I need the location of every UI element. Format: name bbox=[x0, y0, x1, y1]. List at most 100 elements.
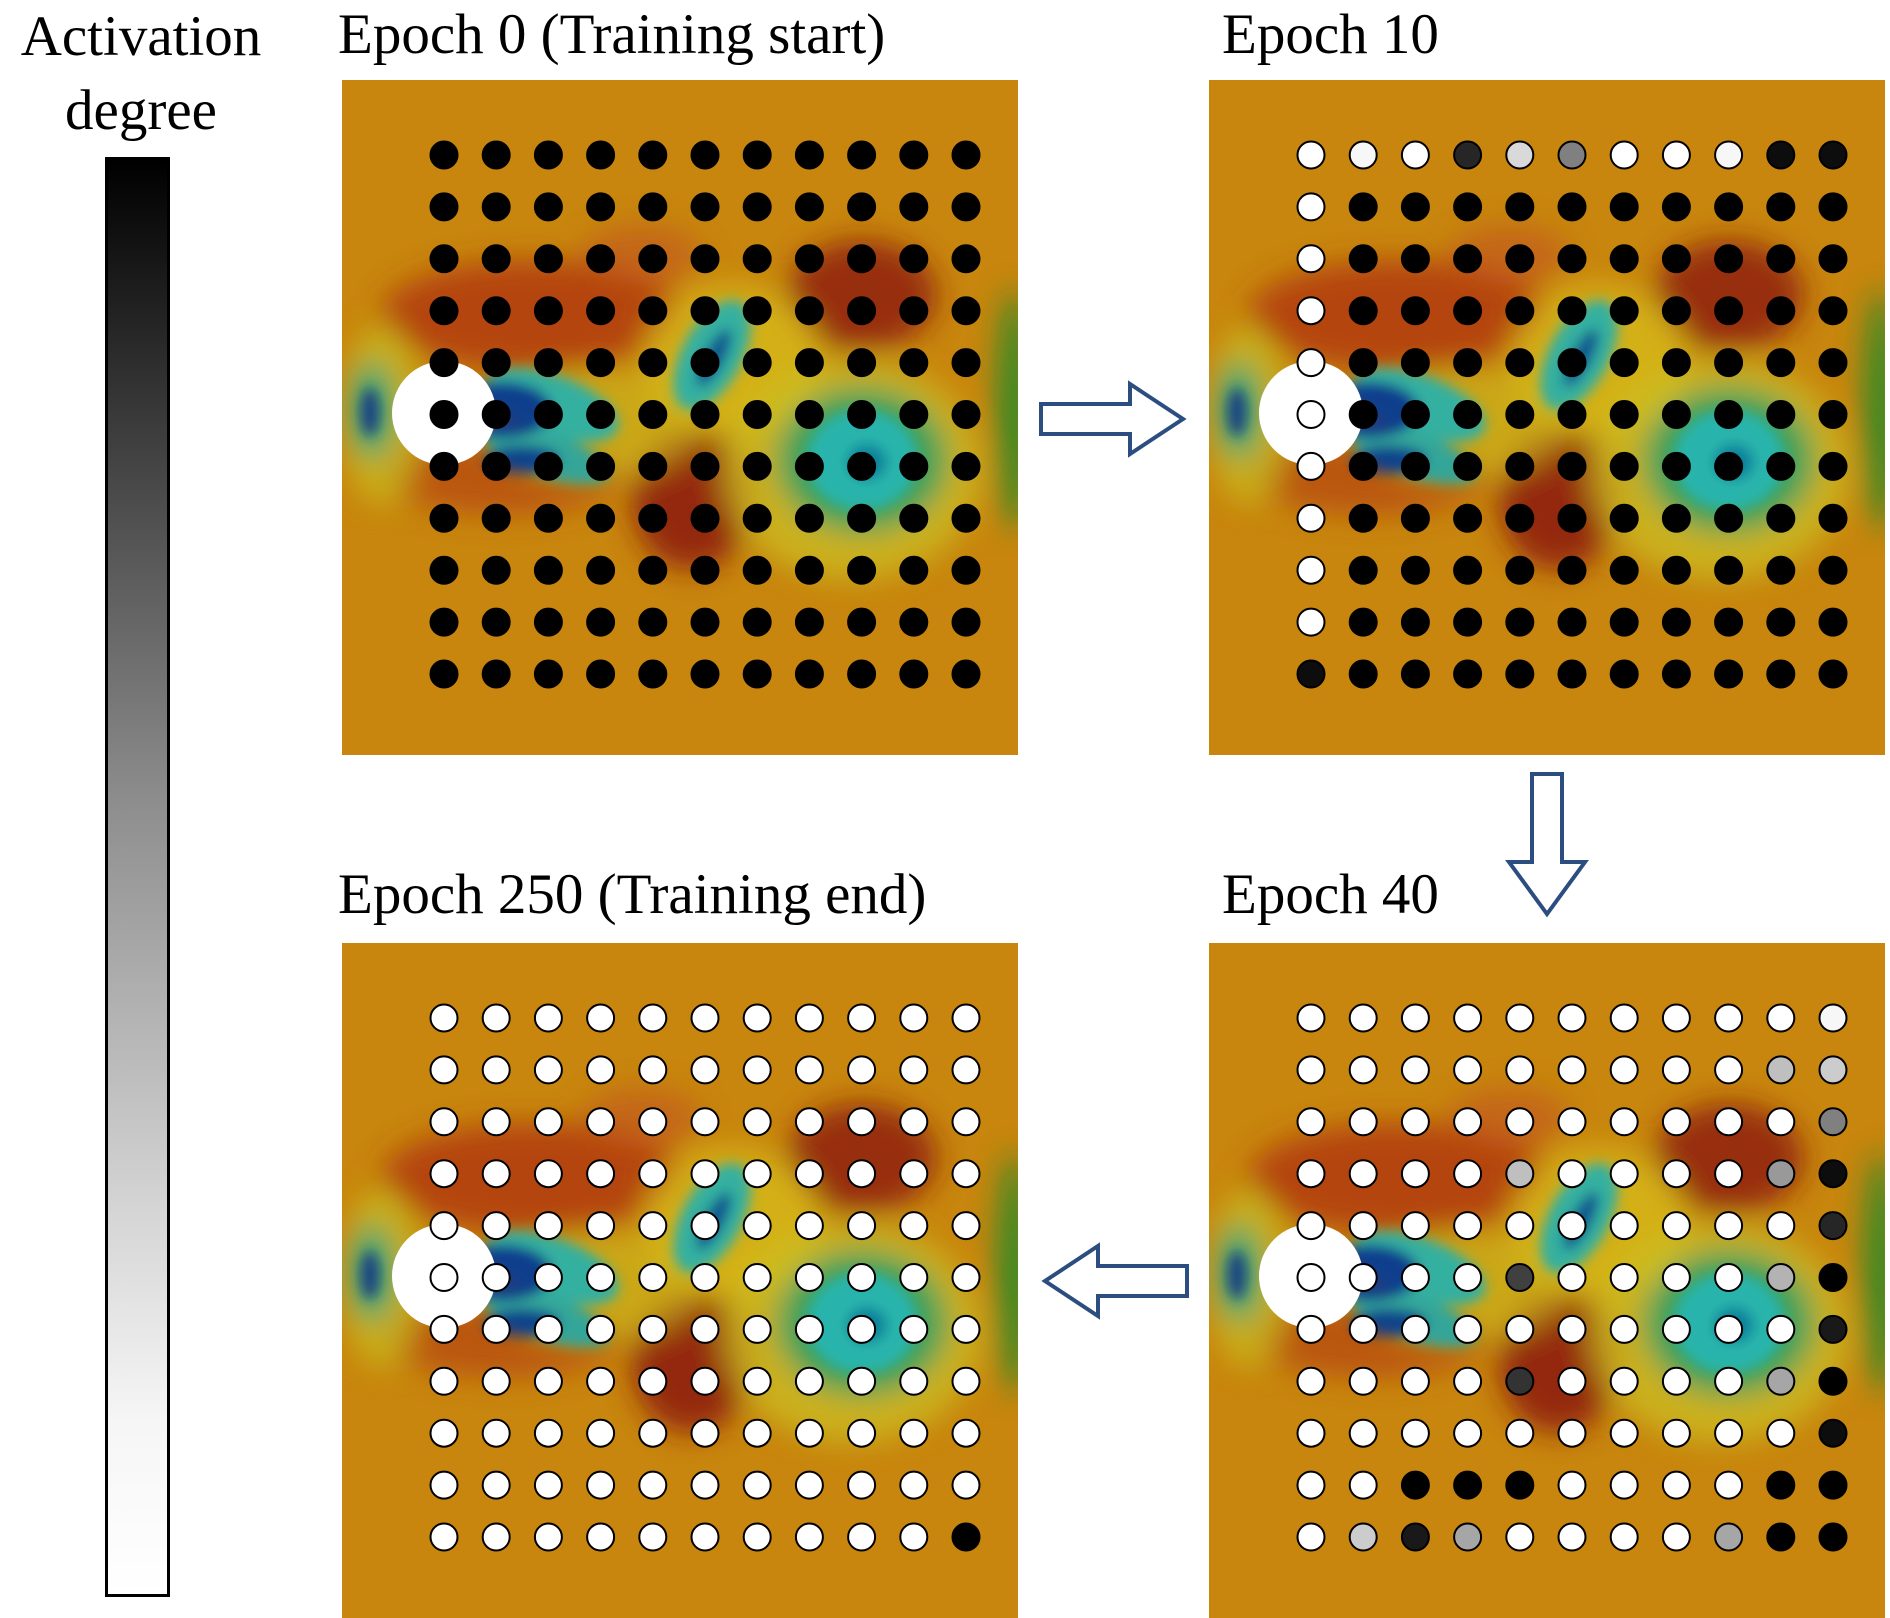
sensor-point bbox=[794, 555, 824, 585]
sensor-point bbox=[638, 192, 668, 222]
sensor-point bbox=[1505, 400, 1535, 429]
sensor-point bbox=[1453, 659, 1483, 689]
sensor-point bbox=[429, 1366, 459, 1396]
sensor-point bbox=[1714, 607, 1744, 637]
sensor-point bbox=[794, 659, 824, 689]
sensor-point bbox=[1348, 1107, 1378, 1137]
activation-colorbar bbox=[105, 157, 170, 1597]
sensor-point bbox=[1661, 1522, 1691, 1552]
sensor-point bbox=[1661, 1418, 1691, 1448]
sensor-point bbox=[899, 244, 929, 274]
sensor-point bbox=[899, 400, 929, 429]
flow-field-svg bbox=[342, 80, 1018, 755]
sensor-point bbox=[1557, 192, 1587, 222]
sensor-point bbox=[1661, 555, 1691, 585]
flow-field-svg bbox=[1209, 80, 1885, 755]
sensor-point bbox=[1557, 607, 1587, 637]
sensor-point bbox=[481, 1211, 511, 1241]
sensor-point bbox=[638, 400, 668, 429]
sensor-point bbox=[1348, 1522, 1378, 1552]
sensor-point bbox=[429, 1107, 459, 1137]
sensor-point bbox=[1766, 503, 1796, 533]
sensor-point bbox=[951, 400, 981, 429]
sensor-point bbox=[586, 400, 616, 429]
sensor-point bbox=[1714, 244, 1744, 274]
sensor-point bbox=[586, 555, 616, 585]
sensor-point bbox=[481, 659, 511, 689]
sensor-point bbox=[1609, 1211, 1639, 1241]
sensor-point bbox=[1348, 1314, 1378, 1344]
sensor-point bbox=[1400, 1055, 1430, 1085]
sensor-point bbox=[1296, 503, 1326, 533]
sensor-point bbox=[1296, 1055, 1326, 1085]
sensor-point bbox=[429, 1263, 459, 1292]
sensor-point bbox=[586, 1522, 616, 1552]
sensor-point bbox=[1818, 348, 1848, 378]
sensor-point bbox=[429, 400, 459, 429]
sensor-point bbox=[1766, 400, 1796, 429]
sensor-point bbox=[1400, 1263, 1430, 1292]
sensor-point bbox=[899, 1366, 929, 1396]
sensor-point bbox=[586, 1263, 616, 1292]
sensor-point bbox=[899, 503, 929, 533]
sensor-point bbox=[742, 1366, 772, 1396]
sensor-point bbox=[586, 1211, 616, 1241]
sensor-point bbox=[951, 451, 981, 481]
sensor-point bbox=[847, 296, 877, 326]
sensor-point bbox=[847, 1211, 877, 1241]
sensor-point bbox=[1505, 1522, 1535, 1552]
sensor-point bbox=[638, 1263, 668, 1292]
sensor-point bbox=[1766, 607, 1796, 637]
sensor-point bbox=[847, 1470, 877, 1500]
sensor-point bbox=[586, 1003, 616, 1033]
sensor-point bbox=[742, 244, 772, 274]
sensor-point bbox=[533, 555, 563, 585]
sensor-point bbox=[1766, 451, 1796, 481]
sensor-point bbox=[481, 1055, 511, 1085]
sensor-point bbox=[1661, 244, 1691, 274]
sensor-point bbox=[429, 1003, 459, 1033]
sensor-point bbox=[533, 1522, 563, 1552]
sensor-point bbox=[847, 1366, 877, 1396]
sensor-point bbox=[1818, 1522, 1848, 1552]
flow-panel-epoch-250 bbox=[342, 943, 1018, 1618]
sensor-point bbox=[1766, 1522, 1796, 1552]
sensor-point bbox=[1818, 192, 1848, 222]
sensor-point bbox=[1818, 1470, 1848, 1500]
sensor-point bbox=[1505, 192, 1535, 222]
sensor-point bbox=[1505, 244, 1535, 274]
sensor-point bbox=[899, 1003, 929, 1033]
sensor-point bbox=[742, 1418, 772, 1448]
sensor-point bbox=[533, 1263, 563, 1292]
sensor-point bbox=[1766, 1263, 1796, 1292]
sensor-point bbox=[1714, 555, 1744, 585]
sensor-point bbox=[847, 140, 877, 170]
sensor-point bbox=[951, 244, 981, 274]
sensor-point bbox=[1505, 1470, 1535, 1500]
sensor-point bbox=[1348, 503, 1378, 533]
sensor-point bbox=[690, 555, 720, 585]
sensor-point bbox=[742, 192, 772, 222]
sensor-point bbox=[533, 1470, 563, 1500]
sensor-point bbox=[1661, 400, 1691, 429]
sensor-point bbox=[638, 1522, 668, 1552]
sensor-point bbox=[951, 140, 981, 170]
sensor-point bbox=[1400, 607, 1430, 637]
sensor-point bbox=[1453, 503, 1483, 533]
sensor-point bbox=[1609, 348, 1639, 378]
sensor-point bbox=[794, 1470, 824, 1500]
sensor-point bbox=[1766, 1107, 1796, 1137]
sensor-point bbox=[533, 348, 563, 378]
sensor-point bbox=[1714, 1003, 1744, 1033]
sensor-point bbox=[1400, 503, 1430, 533]
flow-field-svg bbox=[342, 943, 1018, 1618]
sensor-point bbox=[1296, 659, 1326, 689]
sensor-point bbox=[1296, 1211, 1326, 1241]
sensor-point bbox=[1818, 244, 1848, 274]
sensor-point bbox=[1348, 555, 1378, 585]
panel-title-epoch-0: Epoch 0 (Training start) bbox=[338, 3, 886, 66]
sensor-point bbox=[586, 1366, 616, 1396]
sensor-point bbox=[1557, 1366, 1587, 1396]
sensor-point bbox=[899, 451, 929, 481]
sensor-point bbox=[742, 1003, 772, 1033]
